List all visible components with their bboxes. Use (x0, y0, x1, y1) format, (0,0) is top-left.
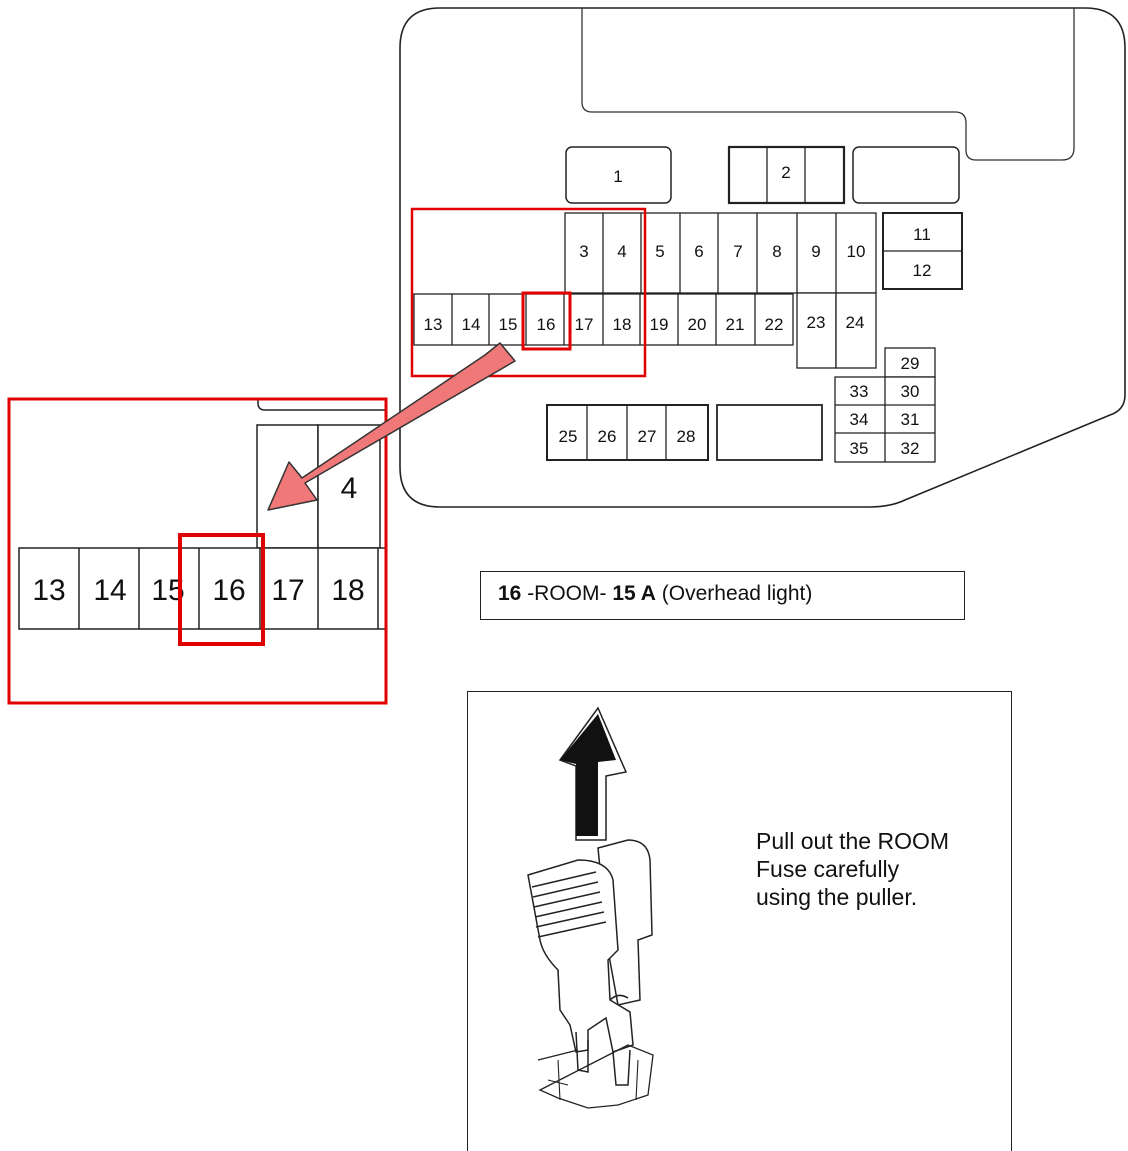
fuse-puller-icon (527, 706, 654, 1109)
highlight-fuse-16 (521, 291, 572, 351)
fuse-4-label: 4 (617, 242, 626, 261)
fuse-28-label: 28 (677, 427, 696, 446)
fuse-caption: 16 -ROOM- 15 A (Overhead light) (480, 571, 965, 620)
fuse-32-label: 32 (901, 439, 920, 458)
fuse-31-label: 31 (901, 410, 920, 429)
fuse-2 (727, 145, 846, 205)
fuse-3-label: 3 (579, 242, 588, 261)
fuse-19-label: 19 (650, 315, 669, 334)
spare-slot (716, 404, 823, 461)
zoom-fuse-18-label: 18 (331, 574, 364, 607)
fuse-16-label: 16 (537, 315, 556, 334)
fuse-8-label: 8 (772, 242, 781, 261)
fuse-1 (565, 146, 672, 204)
zoom-highlight-frame (7, 397, 388, 705)
fuse-7-label: 7 (733, 242, 742, 261)
zoom-fuse-14-label: 14 (93, 574, 126, 607)
relay-cavity (581, 8, 1075, 161)
fuse-12-label: 12 (913, 261, 932, 280)
fuse-27-label: 27 (638, 427, 657, 446)
zoom-arrow-icon (267, 342, 516, 511)
fuse-23 (796, 292, 837, 369)
fuse-33-label: 33 (850, 382, 869, 401)
instruction-line-3: using the puller. (756, 884, 918, 910)
zoom-view: 3 4 13 14 15 16 17 18 (7, 397, 388, 705)
instruction-text: Pull out the ROOM Fuse carefully using t… (756, 827, 1016, 911)
fuse-14-label: 14 (462, 315, 481, 334)
fuse-15-label: 15 (499, 315, 518, 334)
zoom-fuse-13-label: 13 (32, 574, 65, 607)
fuse-29-label: 29 (901, 354, 920, 373)
fuse-23-label: 23 (807, 313, 826, 332)
zoom-fuse-17-label: 17 (271, 574, 304, 607)
fuse-10-label: 10 (847, 242, 866, 261)
fuse-18-label: 18 (613, 315, 632, 334)
zoom-fuse-4-label: 4 (341, 472, 358, 505)
highlight-region (410, 207, 647, 378)
zoom-highlight-fuse-16 (178, 533, 265, 646)
fuse-1-label: 1 (613, 167, 622, 186)
fuse-24 (835, 292, 877, 369)
caption-rating: 15 A (612, 582, 656, 605)
fuse-26-label: 26 (598, 427, 617, 446)
fuse-13-label: 13 (424, 315, 443, 334)
fuse-row-upper (564, 212, 877, 294)
fuse-5-label: 5 (655, 242, 664, 261)
zoom-fuse-16-label: 16 (212, 574, 245, 607)
caption-fuse-name: -ROOM- (521, 582, 613, 605)
fuse-22-label: 22 (765, 315, 784, 334)
fuse-25-label: 25 (559, 427, 578, 446)
fuse-34-label: 34 (850, 410, 869, 429)
relay-slot (852, 146, 960, 204)
fuse-9-label: 9 (811, 242, 820, 261)
fuse-30-label: 30 (901, 382, 920, 401)
instruction-line-2: Fuse carefully (756, 856, 900, 882)
fuse-11-label: 11 (913, 225, 931, 244)
caption-description: (Overhead light) (655, 582, 813, 605)
fuse-35-label: 35 (850, 439, 869, 458)
fuse-6-label: 6 (694, 242, 703, 261)
fuse-17-label: 17 (575, 315, 594, 334)
fuse-20-label: 20 (688, 315, 707, 334)
instruction-line-1: Pull out the ROOM (756, 828, 950, 854)
fuse-29 (884, 347, 936, 378)
fuse-2-label: 2 (781, 163, 790, 182)
fuse-21-label: 21 (726, 315, 745, 334)
fuse-24-label: 24 (846, 313, 865, 332)
instruction-panel: Pull out the ROOM Fuse carefully using t… (467, 691, 1012, 1151)
caption-fuse-number: 16 (498, 582, 522, 605)
